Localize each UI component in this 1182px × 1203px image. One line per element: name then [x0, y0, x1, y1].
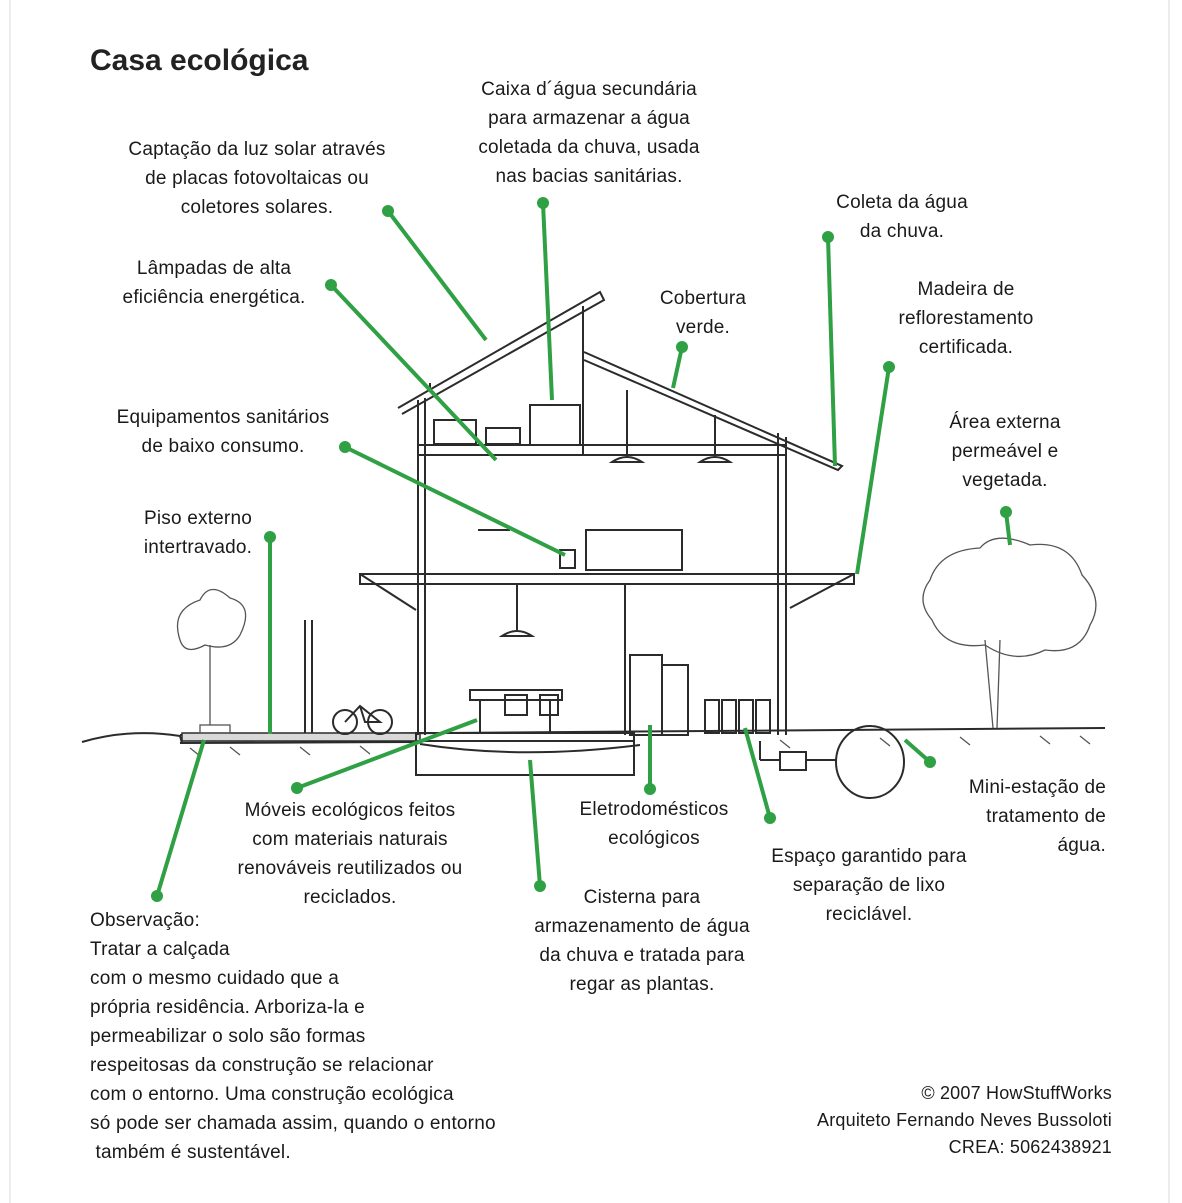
label-rainwater-collection: Coleta da água da chuva.: [836, 192, 968, 242]
label-ecological-appliances: Eletrodomésticos ecológicos: [579, 799, 729, 849]
leader-lines: [151, 197, 1012, 902]
label-low-consumption-sanitary: Equipamentos sanitários de baixo consumo…: [116, 407, 330, 457]
credits: © 2007 HowStuffWorks Arquiteto Fernando …: [817, 1083, 1112, 1157]
paver-strip: [181, 732, 421, 742]
small-tree: [176, 588, 247, 734]
label-ecological-furniture: Móveis ecológicos feitos com materiais n…: [237, 800, 463, 908]
observation-note: Observação: Tratar a calçada com o mesmo…: [90, 910, 496, 1163]
label-green-roof: Cobertura verde.: [659, 288, 747, 338]
label-efficient-lamps: Lâmpadas de alta eficiência energética.: [122, 258, 306, 308]
label-permeable-outdoor-area: Área externa permeável e vegetada.: [949, 412, 1061, 491]
label-cistern: Cisterna para armazenamento de água da c…: [534, 887, 750, 995]
left-border: [9, 0, 11, 1203]
label-solar-capture: Captação da luz solar através de placas …: [128, 139, 386, 218]
label-interlocking-floor: Piso externo intertravado.: [143, 508, 253, 558]
diagram-title: Casa ecológica: [90, 44, 309, 77]
label-secondary-water-tank: Caixa d´água secundária para armazenar a…: [478, 79, 700, 187]
house-structure: [304, 290, 905, 799]
label-recycling-space: Espaço garantido para separação de lixo …: [771, 846, 967, 925]
right-border: [1168, 0, 1170, 1203]
label-water-treatment-station: Mini-estação de tratamento de água.: [968, 777, 1106, 856]
large-tree: [922, 537, 1097, 729]
label-certified-wood: Madeira de reflorestamento certificada.: [898, 279, 1034, 358]
